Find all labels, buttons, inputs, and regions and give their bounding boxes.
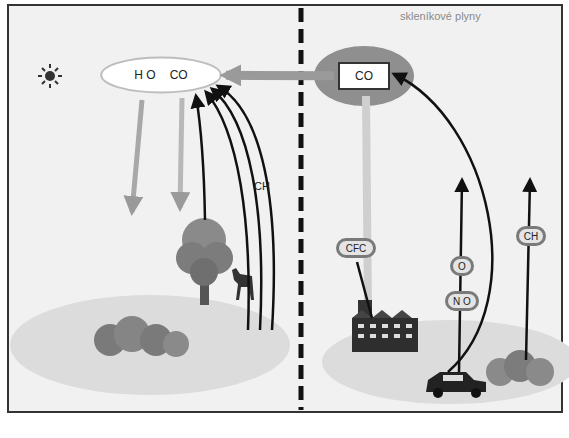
gas-tag: N O [445, 291, 479, 311]
emission-arrow [218, 86, 274, 330]
factory [352, 300, 418, 352]
car [426, 372, 486, 398]
gas-formula: CH [524, 231, 538, 242]
bush [526, 358, 554, 386]
emission-arrow [212, 89, 261, 330]
sun-icon [38, 64, 62, 88]
gas-box: CO [338, 62, 390, 90]
emission-arrow [206, 92, 249, 330]
factory-windows [358, 326, 412, 336]
gas-tag: CFC [336, 238, 376, 258]
factory-building [352, 318, 418, 352]
divider [299, 8, 304, 410]
gas-formula: CO [170, 68, 188, 82]
radiation-arrow [132, 100, 142, 212]
bushes [94, 316, 554, 386]
leader-line [357, 262, 372, 318]
emission-arrow [459, 180, 462, 372]
factory-roof [352, 310, 412, 318]
emission-arrow [526, 180, 530, 360]
car-window [443, 375, 463, 381]
smoke-plume [366, 96, 368, 312]
tree-crown [190, 258, 218, 286]
tree [176, 218, 233, 305]
gas-label: CH [254, 180, 270, 192]
gas-formula: CO [355, 69, 373, 83]
gas-tag: CH [516, 226, 546, 246]
car-wheel [471, 388, 481, 398]
emission-arrow [196, 96, 205, 220]
car-wheel [433, 388, 443, 398]
sun-rays [38, 64, 62, 88]
gas-ellipse: H O CO [100, 56, 222, 94]
gas-formula: CFC [346, 243, 367, 254]
bush [163, 331, 189, 357]
faint-heading: skleníkové plyny [400, 10, 481, 22]
gas-formula: H O [134, 68, 155, 82]
ellipse-shape [101, 58, 221, 93]
ellipse-outline [100, 56, 222, 94]
gas-tag: O [450, 256, 474, 276]
gas-formula: O [458, 261, 466, 272]
flow-arrow [226, 71, 334, 81]
emission-arrow [394, 74, 492, 372]
sun-disc [45, 71, 55, 81]
deer [232, 268, 254, 300]
radiation-arrow [180, 98, 182, 208]
gas-formula: N O [453, 296, 471, 307]
